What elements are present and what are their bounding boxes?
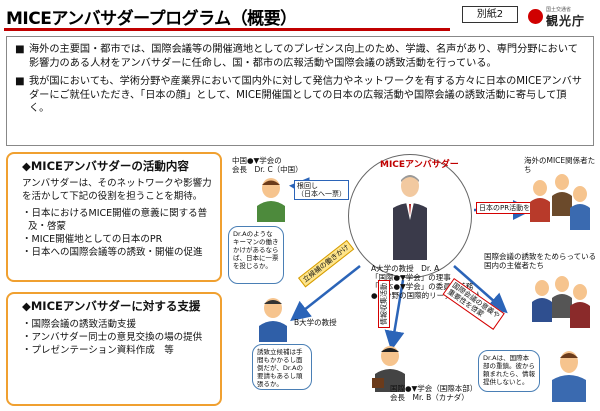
- agency-logo: 国土交通省 観光庁: [528, 6, 598, 28]
- activities-lead: アンバサダーは、そのネットワークや影響力を活かして下記の役割を担うことを期待。: [22, 178, 212, 202]
- activities-box: ◆MICEアンバサダーの活動内容 アンバサダーは、そのネットワークや影響力を活か…: [6, 152, 222, 282]
- list-item: ・国際会議の誘致活動支援: [22, 319, 137, 330]
- ambassador-description: A大学の教授 Dr. A 「国際●▼学会」の理事 「日本●▼学会」の委員も兼務 …: [371, 264, 482, 300]
- professor-b-icon: [259, 298, 287, 342]
- person-b-icon: [372, 346, 405, 392]
- hq-person-icon: [552, 351, 586, 402]
- title-underline: [4, 28, 450, 31]
- bullet-icon: ■: [15, 76, 25, 88]
- title-bar: MICEアンバサダープログラム（概要） 別紙2 国土交通省 観光庁: [4, 4, 598, 31]
- intro-box: ■海外の主要国・都市では、国際会議等の開催適地としてのプレゼンス向上のため、学識…: [6, 36, 594, 146]
- support-box: ◆MICEアンバサダーに対する支援 ・国際会議の誘致活動支援 ・アンバサダー同士…: [6, 292, 222, 406]
- ambassador-figure-icon: [393, 175, 427, 260]
- arrow-info: [384, 279, 405, 351]
- page-title: MICEアンバサダープログラム（概要）: [6, 9, 297, 29]
- organizers-group-icon: [532, 276, 590, 328]
- activities-list: ・日本におけるMICE開催の意義に関する普及・啓蒙 ・MICE開催地としての日本…: [8, 203, 220, 259]
- logo-agency: 観光庁: [546, 14, 586, 28]
- person-b-label: 国際●▼学会（国際本部） 会長 Mr. B（カナダ）: [390, 384, 478, 402]
- ambassador-label: MICEアンバサダー: [380, 160, 459, 170]
- ambassador-diagram: MICEアンバサダー A大学の教授 Dr. A 「国際●▼学会」の理事 「日本●…: [228, 150, 598, 408]
- support-list: ・国際会議の誘致活動支援 ・アンバサダー同士の意見交換の場の提供 ・プレゼンテー…: [8, 314, 220, 357]
- lobby-tag: 根回し （日本へ一票）: [294, 180, 349, 200]
- list-item: ・アンバサダー同士の意見交換の場の提供: [22, 332, 203, 343]
- ambassador-circle: [348, 154, 472, 278]
- list-item: ・MICE開催地としての日本のPR: [22, 234, 163, 245]
- sun-logo-icon: [528, 9, 543, 24]
- arrow-meaning: [453, 265, 508, 314]
- bullet-icon: ■: [15, 44, 25, 55]
- person-c-label: 中国●▼学会の 会長 Dr. C（中国）: [232, 156, 303, 174]
- intro-paragraph-2: ■我が国においても、学術分野や産業界において国内外に対して発信力やネットワークを…: [15, 76, 582, 115]
- logo-ministry: 国土交通省: [546, 7, 572, 13]
- intro-paragraph-1: ■海外の主要国・都市では、国際会議等の開催適地としてのプレゼンス向上のため、学識…: [15, 44, 578, 69]
- list-item: ・プレゼンテーション資料作成 等: [22, 345, 174, 356]
- organizers-label: 国際会議の誘致をためらっている 国内の主催者たち: [484, 252, 597, 270]
- professor-b-label: B大学の教授: [294, 318, 337, 327]
- overseas-group-icon: [530, 174, 590, 230]
- arrow-bid: [290, 265, 361, 322]
- activities-heading: ◆MICEアンバサダーの活動内容: [22, 159, 189, 173]
- pr-tag: 日本のPR活動を実施: [476, 202, 548, 214]
- list-item: ・日本への国際会議等の誘致・開催の促進: [22, 247, 203, 258]
- annex-label: 別紙2: [462, 6, 518, 23]
- support-heading: ◆MICEアンバサダーに対する支援: [22, 299, 201, 313]
- info-tag: 情報収集活動: [378, 280, 390, 328]
- speech-bubble-c: Dr.Aのようなキーマンの働きかけがあるならば、日本に一票を投じるか。: [228, 226, 284, 284]
- list-item: ・日本におけるMICE開催の意義に関する普及・啓蒙: [22, 208, 208, 232]
- overseas-label: 海外のMICE関係者たち: [524, 156, 596, 174]
- speech-bubble-prof: 誘致立候補は手間もかかるし面倒だが、Dr.Aの要請もあるし頑張るか。: [252, 344, 312, 390]
- person-c-icon: [257, 178, 285, 222]
- speech-bubble-hq: Dr.Aは、国際本部の重鎮。彼から頼まれたら、情報提供しないと。: [478, 350, 540, 392]
